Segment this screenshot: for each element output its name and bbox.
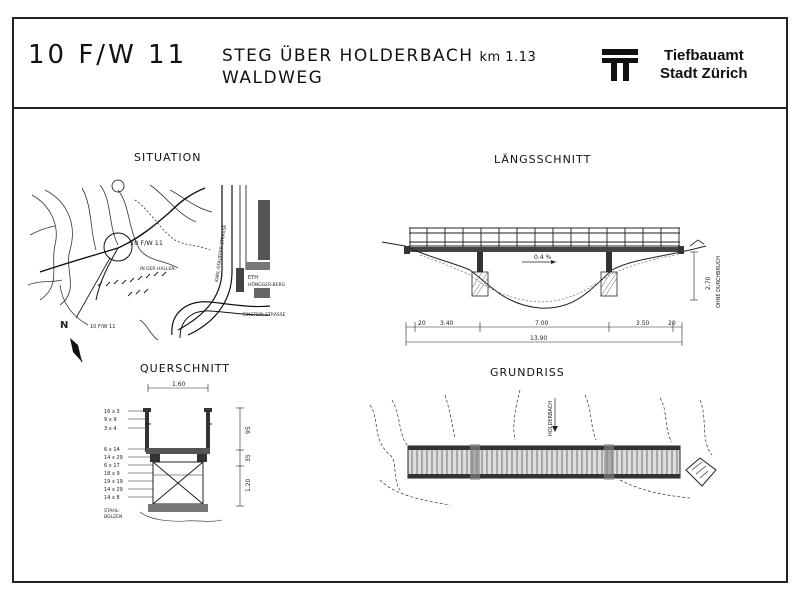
tiefbauamt-logo — [602, 49, 638, 81]
height-dim-label: 2.70 — [705, 276, 712, 290]
drawing-title: STEG ÜBER HOLDERBACH km 1.13 — [222, 46, 536, 66]
map-code-label: 10 F/W 11 — [130, 239, 163, 247]
qs-label-1: 9 x 9 — [104, 417, 117, 423]
einstein-label: EINSTEIN-STRASSE — [243, 312, 286, 318]
dim-2: 7.00 — [535, 320, 549, 327]
situation-heading: SITUATION — [134, 151, 202, 164]
qs-label-0: 16 x 3 — [104, 409, 120, 415]
stream-label: HOLDERBACH — [548, 401, 554, 436]
qs-label-9: 14 x 8 — [104, 495, 120, 501]
querschnitt-view — [128, 384, 244, 522]
qs-label-4: 14 x 29 — [104, 455, 123, 461]
hoenggerberg-label: HÖNGGER-BERG — [248, 281, 286, 288]
qs-label-5: 6 x 17 — [104, 463, 120, 469]
street-label: KARL-STAUFFER-STRASSE — [214, 224, 228, 282]
laengsschnitt-heading: LÄNGSSCHNITT — [494, 153, 592, 166]
header-divider — [14, 107, 786, 109]
qs-label-10: STAHL- — [104, 508, 120, 514]
org-name-line2: Stadt Zürich — [660, 65, 748, 82]
qs-dim-0: 95 — [245, 426, 252, 434]
qs-dim-2: 1.20 — [245, 478, 252, 492]
map-code-lower-label: 10 F/W 11 — [90, 324, 115, 330]
drawing-code: 10 F/W 11 — [28, 40, 188, 70]
dim-4: 20 — [668, 320, 676, 327]
qs-label-2: 3 x 4 — [104, 426, 117, 432]
dim-3: 3.50 — [636, 320, 650, 327]
laengsschnitt-view — [381, 227, 707, 346]
total-dim: 13.90 — [530, 335, 547, 342]
eth-label: ETH — [248, 275, 258, 281]
in-der-hallen-label: IN DER HALLEN — [140, 266, 175, 272]
drawing-sheet — [12, 17, 788, 583]
km-label: km 1.13 — [479, 50, 537, 65]
north-label: N — [60, 320, 68, 331]
dim-1: 3.40 — [440, 320, 454, 327]
qs-dim-1: 35 — [245, 454, 252, 462]
qs-label-11: BOLZEN — [104, 514, 122, 520]
situation-map — [27, 179, 271, 341]
qs-label-3: 6 x 14 — [104, 447, 120, 453]
slope-label: 0.4 % — [534, 254, 551, 261]
height-note-label: OHNE DURCHBRUCH — [716, 256, 722, 308]
drawing-subtitle: WALDWEG — [222, 68, 324, 88]
grundriss-heading: GRUNDRISS — [490, 366, 565, 379]
dim-0: 20 — [418, 320, 426, 327]
org-name-line1: Tiefbauamt — [664, 47, 744, 64]
qs-label-8: 14 x 29 — [104, 487, 123, 493]
qs-label-6: 18 x 9 — [104, 471, 120, 477]
title-line1: STEG ÜBER HOLDERBACH — [222, 46, 474, 66]
querschnitt-heading: QUERSCHNITT — [140, 362, 230, 375]
qs-label-7: 19 x 19 — [104, 479, 123, 485]
grundriss-view — [369, 389, 717, 506]
querschnitt-width: 1.60 — [172, 381, 186, 388]
north-arrow — [70, 338, 83, 363]
